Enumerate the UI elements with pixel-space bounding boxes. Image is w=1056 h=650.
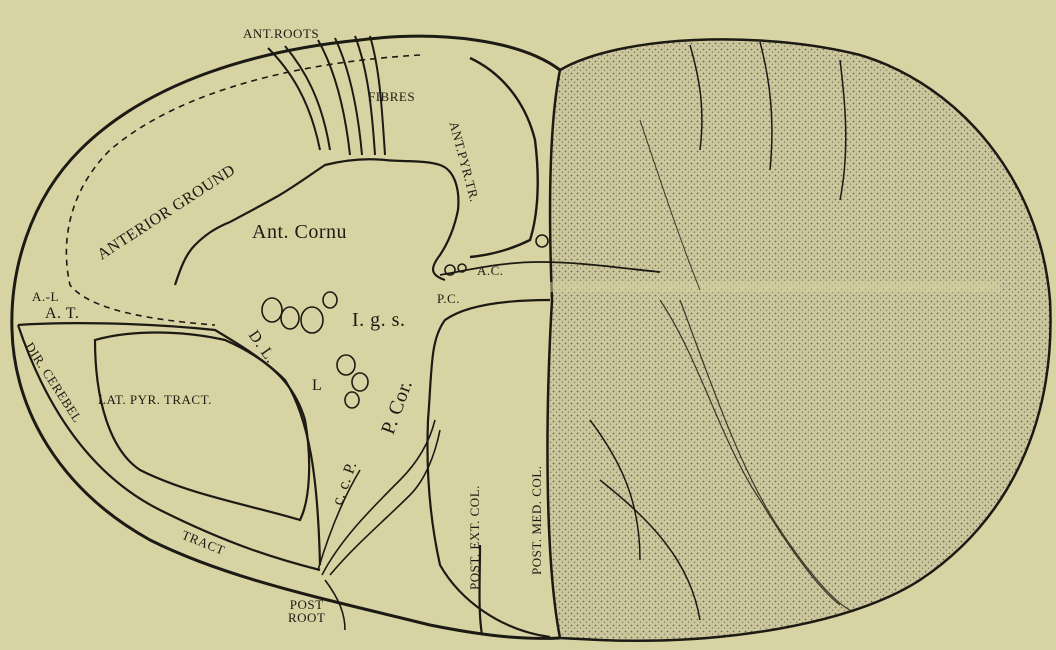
label-a-l: A.-L [32,290,59,303]
label-a-t: A. T. [45,306,79,322]
label-ant-roots: ANT.ROOTS [243,27,319,40]
lateral-dividers [18,323,320,570]
label-fibres: FIBRES [368,90,415,103]
right-stippled-half [547,39,1050,640]
ant-pyr-tract-border [470,58,538,257]
label-lat-pyr-tract: LAT. PYR. TRACT. [98,393,212,406]
dotted-boundary [66,55,420,325]
label-post-ext-col: POST. EXT. COL. [468,485,481,590]
posterior-root-fan [318,420,440,630]
label-p-c: P.C. [437,292,460,305]
lat-pyr-tract-border [95,333,309,521]
median-commissure [548,282,1000,292]
label-post-med-col: POST. MED. COL. [530,466,543,575]
label-l: L [312,378,322,394]
label-post-root: POST ROOT [288,598,325,624]
label-i-g-s: I. g. s. [352,310,405,330]
label-ant-cornu: Ant. Cornu [252,222,347,242]
label-a-c: A.C. [477,264,504,277]
